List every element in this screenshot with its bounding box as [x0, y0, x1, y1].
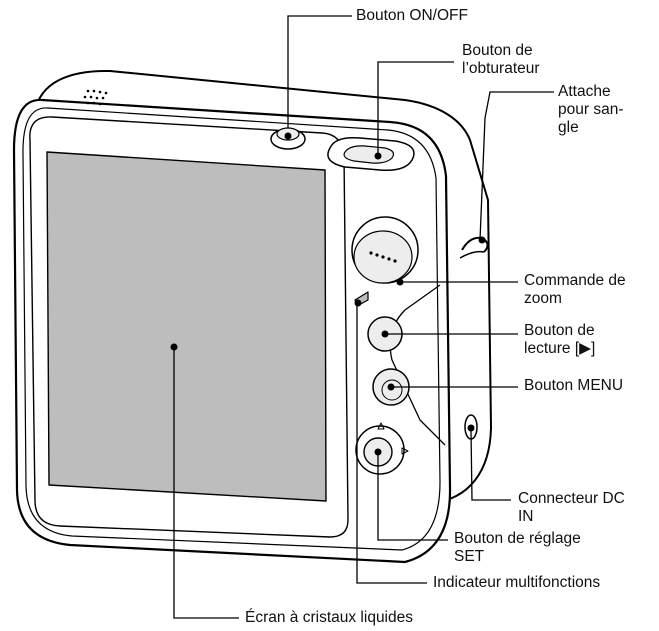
label-on-off: Bouton ON/OFF	[356, 7, 468, 24]
label-zoom: Commande de zoom	[524, 272, 626, 307]
leader-strap	[479, 91, 554, 241]
label-menu: Bouton MENU	[524, 377, 624, 394]
label-set: Bouton de réglage SET	[454, 530, 581, 565]
lcd-frame	[29, 116, 349, 538]
camera-front-inner	[22, 107, 441, 551]
zoom-dots-icon	[369, 251, 397, 263]
anchor-dots	[170, 132, 486, 456]
label-strap: Attache pour san- gle	[558, 83, 624, 136]
label-indicator: Indicateur multifonctions	[433, 574, 601, 591]
leader-lines	[173, 15, 554, 619]
lcd-screen	[46, 151, 327, 502]
leader-indicator	[356, 303, 427, 584]
label-lcd: Écran à cristaux liquides	[245, 609, 413, 626]
leader-on-off	[287, 15, 352, 128]
leader-set	[377, 452, 448, 541]
label-playback: Bouton de lecture [▶]	[524, 322, 596, 357]
shutter-button	[343, 145, 395, 164]
arrow-up-icon	[377, 422, 385, 430]
speaker-grille-icon	[83, 89, 108, 106]
label-dc-in: Connecteur DC IN	[518, 490, 625, 525]
label-shutter: Bouton de l’obturateur	[462, 42, 540, 77]
arrow-right-icon	[401, 447, 409, 455]
leader-dc-in	[470, 429, 511, 501]
camera-body	[12, 69, 492, 564]
leader-lcd	[173, 347, 239, 619]
leader-shutter	[377, 61, 454, 156]
